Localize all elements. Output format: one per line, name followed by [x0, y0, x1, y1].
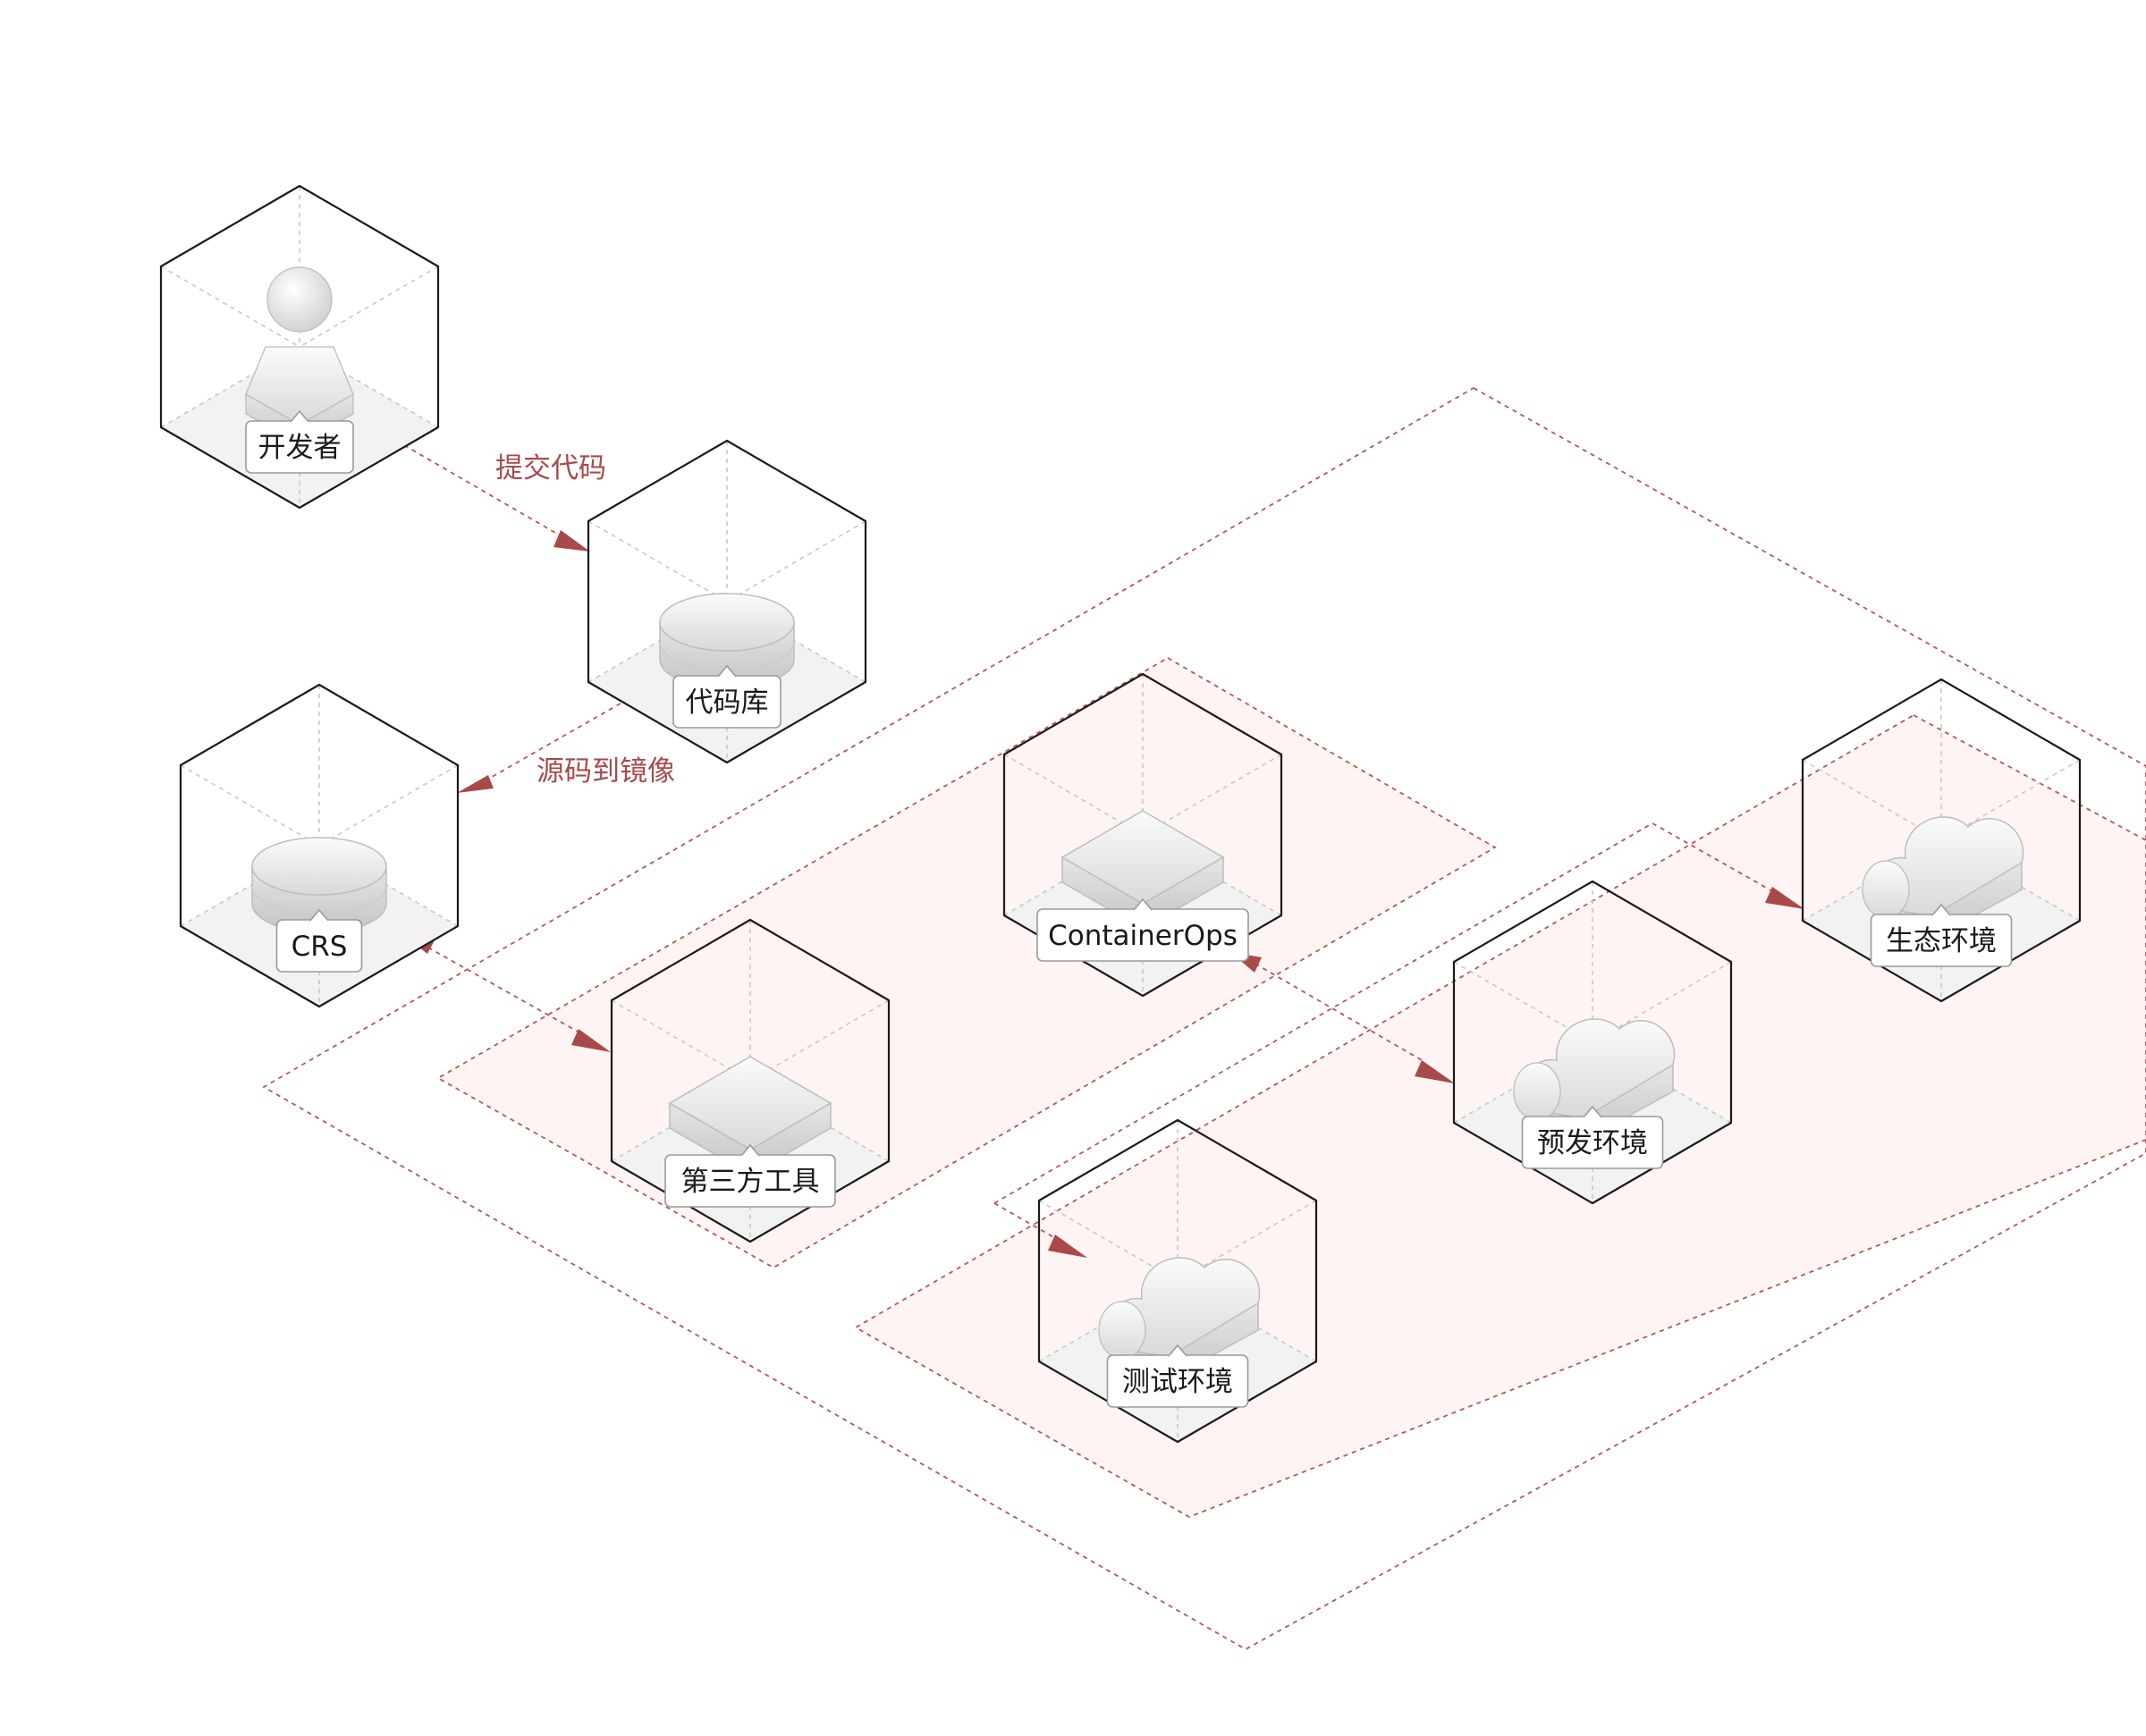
- cube-inner-edge: [318, 764, 459, 847]
- node-label: 预发环境: [1537, 1127, 1648, 1159]
- node-label: 代码库: [686, 687, 769, 719]
- node-crs[interactable]: CRS: [179, 683, 460, 1008]
- node-label-tag: CRS: [275, 908, 363, 973]
- cube-outline: [159, 184, 440, 510]
- database-icon: [251, 837, 387, 933]
- label-pointer: [1133, 897, 1153, 911]
- cube-outline: [179, 683, 460, 1008]
- cube-inner-edge: [726, 520, 866, 603]
- node-test-env[interactable]: 测试环境: [1037, 1118, 1318, 1444]
- arrowhead-ecosystem: [1765, 887, 1804, 909]
- label-pointer: [309, 908, 329, 922]
- node-label-tag: 代码库: [672, 664, 782, 729]
- node-ecosystem-env[interactable]: 生态环境: [1801, 678, 2082, 1003]
- node-label-tag: ContainerOps: [1036, 897, 1249, 962]
- cube-outline: [1801, 678, 2082, 1003]
- node-developer[interactable]: 开发者: [159, 184, 440, 510]
- node-label: 开发者: [258, 432, 342, 464]
- user-icon: [245, 266, 354, 445]
- node-label: 测试环境: [1122, 1366, 1233, 1398]
- label-pointer: [740, 1143, 760, 1157]
- edge-containerops-to-staging: [1246, 958, 1423, 1061]
- arrowhead-crs: [457, 775, 494, 793]
- edge-repo-to-crs: [486, 689, 645, 780]
- node-label: ContainerOps: [1048, 920, 1238, 952]
- cube-outline: [610, 918, 891, 1243]
- edge-to-ecosystem: [1761, 884, 1771, 891]
- node-label-tag: 第三方工具: [664, 1143, 836, 1208]
- label-pointer: [1168, 1344, 1187, 1357]
- cube-outline: [1002, 672, 1283, 998]
- node-label: CRS: [291, 931, 348, 963]
- node-label: 生态环境: [1886, 925, 1997, 957]
- node-code-repo[interactable]: 代码库: [587, 439, 867, 764]
- node-third-party[interactable]: 第三方工具: [610, 918, 891, 1243]
- cube-inner-edge: [587, 520, 728, 603]
- deploy-divider: [993, 822, 1762, 1204]
- label-pointer: [1931, 903, 1951, 916]
- database-icon: [659, 593, 795, 689]
- cube-inner-edge: [180, 764, 320, 847]
- edges: [380, 431, 1804, 1258]
- arrowhead-repo: [553, 530, 590, 552]
- node-label-tag: 测试环境: [1106, 1344, 1249, 1408]
- edge-label-source-to-image: 源码到镜像: [536, 755, 675, 788]
- arrowhead-test: [1048, 1235, 1087, 1258]
- label-pointer: [717, 664, 737, 678]
- node-containerops[interactable]: ContainerOps: [1002, 672, 1283, 998]
- edge-to-test: [993, 1202, 1056, 1239]
- cube-outline: [587, 439, 867, 764]
- node-staging-env[interactable]: 预发环境: [1452, 880, 1733, 1205]
- label-pointer: [1583, 1105, 1602, 1118]
- cube-outline: [1452, 880, 1733, 1205]
- regions: [262, 386, 2146, 1651]
- edge-crs-to-third-party: [419, 942, 580, 1033]
- edge-developer-to-repo: [380, 431, 562, 537]
- node-label-tag: 预发环境: [1521, 1105, 1664, 1169]
- node-label-tag: 开发者: [245, 409, 354, 474]
- node-label: 第三方工具: [681, 1166, 820, 1198]
- label-pointer: [290, 409, 309, 423]
- pipeline-region: [262, 386, 2146, 1651]
- arrowhead-third-party: [571, 1029, 611, 1052]
- edge-label-commit-code: 提交代码: [495, 452, 606, 485]
- node-label-tag: 生态环境: [1870, 903, 2013, 967]
- cube-outline: [1037, 1118, 1318, 1444]
- arrowhead-staging: [1415, 1060, 1455, 1083]
